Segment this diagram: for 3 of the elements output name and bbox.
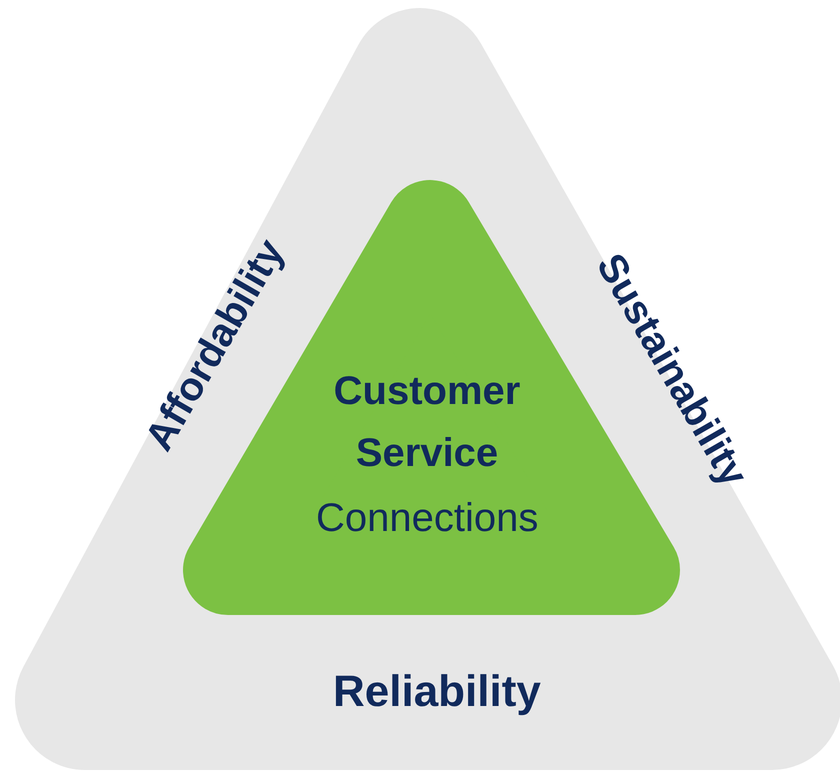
side-label: Reliability: [333, 666, 541, 718]
center-title: Customer Service: [332, 368, 522, 477]
center-subtitle: Connections: [316, 495, 538, 542]
